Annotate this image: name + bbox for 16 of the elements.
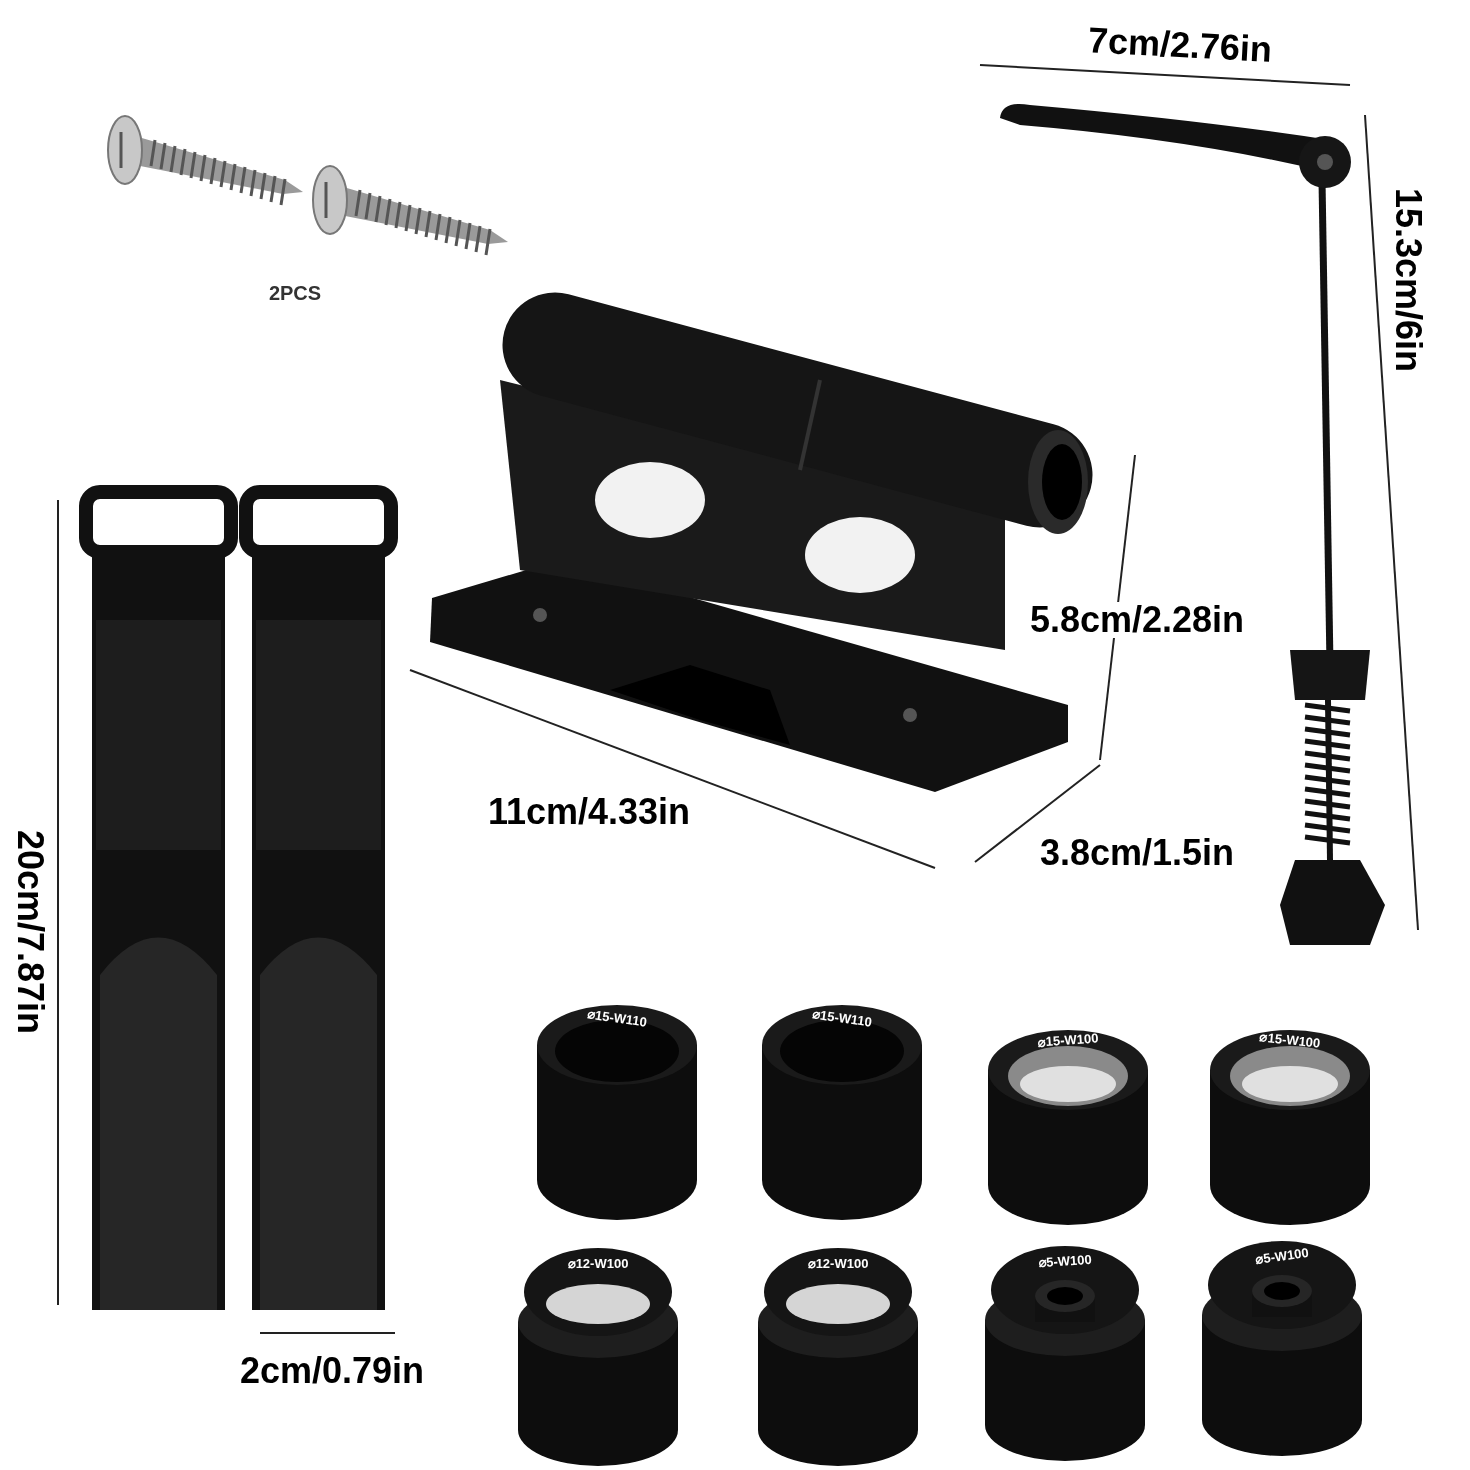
quantity-label: 2PCS: [268, 283, 322, 303]
dimension-label: 2cm/0.79in: [239, 1353, 425, 1389]
adapter-marking: ⌀15-W100: [1259, 1030, 1321, 1050]
adapter-marking: ⌀12-W100: [567, 1256, 629, 1270]
adapter-marking: ⌀5-W100: [1037, 1252, 1093, 1270]
dimension-label: 15.3cm/6in: [1390, 187, 1426, 373]
adapter-marking: ⌀5-W100: [1254, 1245, 1310, 1267]
dimension-label: 20cm/7.87in: [12, 829, 48, 1035]
dimension-label: 5.8cm/2.28in: [1029, 602, 1245, 638]
adapter-marking: ⌀15-W110: [586, 1007, 648, 1029]
adapter-marking: ⌀12-W100: [807, 1256, 869, 1270]
dimension-label: 11cm/4.33in: [487, 794, 691, 830]
dimension-label: 3.8cm/1.5in: [1039, 835, 1235, 871]
adapter-marking: ⌀15-W110: [811, 1007, 873, 1029]
dimension-label: 7cm/2.76in: [1087, 22, 1273, 68]
adapter-marking: ⌀15-W100: [1037, 1031, 1099, 1049]
